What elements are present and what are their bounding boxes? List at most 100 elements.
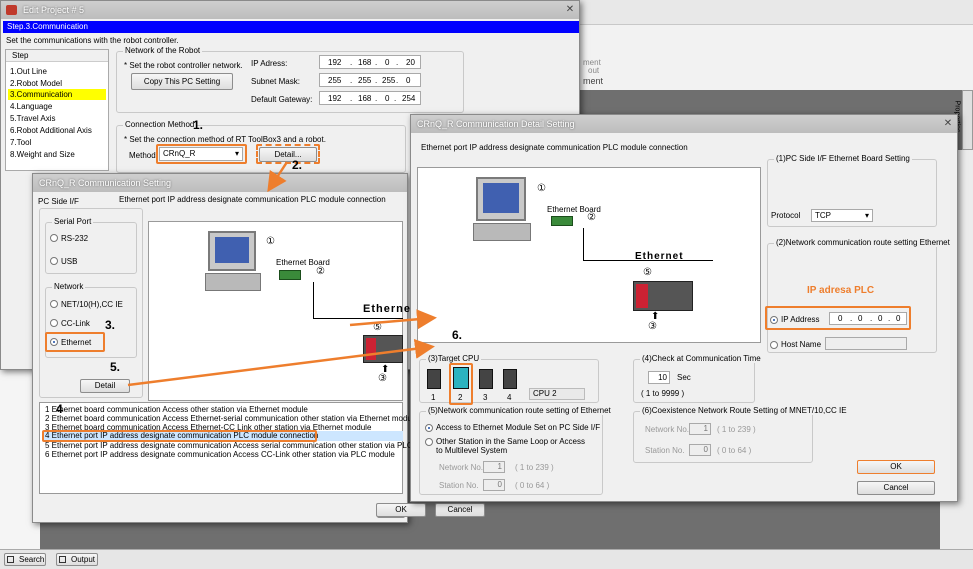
- gateway-label: Default Gateway:: [251, 95, 313, 104]
- step-item[interactable]: 5.Travel Axis: [10, 114, 56, 123]
- marker-3: ③: [648, 321, 657, 332]
- cpu-icon[interactable]: [479, 369, 493, 389]
- close-icon[interactable]: ✕: [943, 118, 953, 129]
- pc-screen: [215, 237, 249, 263]
- rs232-radio[interactable]: [50, 234, 58, 242]
- detail-header: Ethernet port IP address designate commu…: [421, 143, 688, 152]
- ethernet-radio[interactable]: [50, 338, 58, 346]
- usb-radio[interactable]: [50, 257, 58, 265]
- connection-list[interactable]: [39, 402, 403, 494]
- steps-header: Step: [6, 50, 108, 62]
- plc-module: [636, 284, 648, 308]
- plc-ip-field[interactable]: 0. 0. 0. 0: [829, 312, 907, 325]
- cclink-radio[interactable]: [50, 319, 58, 327]
- rs232-label: RS-232: [61, 234, 89, 243]
- comm-cancel-button[interactable]: Cancel: [435, 503, 485, 517]
- network-no-field-2[interactable]: 1: [689, 423, 711, 435]
- callout-4: 4: [56, 402, 63, 416]
- cpu-display: CPU 2: [529, 388, 585, 400]
- coexistence-group: (6)Coexistence Network Route Setting of …: [633, 406, 849, 463]
- step-item[interactable]: 6.Robot Additional Axis: [10, 126, 92, 135]
- cclink-label: CC-Link: [61, 319, 90, 328]
- step-item[interactable]: 4.Language: [10, 102, 53, 111]
- comm-detail-button[interactable]: Detail: [80, 379, 130, 393]
- station-no-field[interactable]: 0: [483, 479, 505, 491]
- network-no-label-2: Network No.: [645, 425, 690, 434]
- host-name-field[interactable]: [825, 337, 907, 350]
- network-hint: * Set the robot controller network.: [124, 61, 243, 70]
- time-range: ( 1 to 9999 ): [641, 389, 685, 398]
- app-icon: [6, 5, 17, 15]
- robot-ip-field[interactable]: 192. 168. 0. 20: [319, 55, 421, 69]
- marker-2: ②: [316, 266, 325, 277]
- step-item[interactable]: 8.Weight and Size: [10, 150, 75, 159]
- network-no-field[interactable]: 1: [483, 461, 505, 473]
- marker-1: ①: [537, 183, 546, 194]
- list-item-selected[interactable]: 4 Ethernet port IP address designate com…: [43, 431, 403, 441]
- close-icon[interactable]: ✕: [565, 4, 575, 15]
- cpu-icon-selected[interactable]: [453, 367, 469, 389]
- app-toolbar: [580, 24, 973, 90]
- subnet-mask-field[interactable]: 255. 255. 255. 0: [319, 73, 421, 87]
- cpu-icon[interactable]: [427, 369, 441, 389]
- station-no-label-2: Station No.: [645, 446, 685, 455]
- marker-5: ⑤: [373, 322, 382, 333]
- cpu-num: 3: [483, 393, 488, 402]
- ethernet-label: Ethernet: [635, 251, 684, 262]
- plc-icon: [633, 281, 693, 311]
- time-field[interactable]: 10: [648, 371, 670, 384]
- step-item[interactable]: 2.Robot Model: [10, 79, 63, 88]
- callout-6: 6.: [452, 328, 463, 342]
- comm-header: Ethernet port IP address designate commu…: [119, 195, 386, 204]
- cable-line: [583, 260, 713, 261]
- detail-ok-button[interactable]: OK: [857, 460, 935, 474]
- step-item[interactable]: 7.Tool: [10, 138, 32, 147]
- other-station-radio[interactable]: [425, 438, 433, 446]
- host-name-radio[interactable]: [770, 341, 778, 349]
- step-item-selected[interactable]: 3.Communication: [8, 89, 106, 100]
- comm-ok-button[interactable]: OK: [376, 503, 426, 517]
- usb-label: USB: [61, 257, 78, 266]
- station-no-label: Station No.: [439, 481, 479, 490]
- callout-3: 3.: [105, 318, 116, 332]
- network-diagram: [148, 221, 403, 401]
- pc-side-group: [39, 208, 143, 398]
- detail-button[interactable]: Detail...: [259, 147, 317, 162]
- detail-cancel-button[interactable]: Cancel: [857, 481, 935, 495]
- cable-line: [313, 282, 314, 318]
- protocol-select[interactable]: TCP▾: [811, 209, 873, 222]
- chevron-down-icon: ▾: [864, 211, 869, 220]
- list-item[interactable]: 6 Ethernet port IP address designate com…: [45, 450, 395, 459]
- comm-setting-titlebar: CRnQ_R Communication Setting: [33, 174, 407, 192]
- ip-address-radio[interactable]: [770, 316, 778, 324]
- list-item[interactable]: 1 Ethernet board communication Access ot…: [45, 405, 308, 414]
- station-no-range: ( 0 to 64 ): [515, 481, 550, 490]
- net10-radio[interactable]: [50, 300, 58, 308]
- search-tab[interactable]: Search: [4, 553, 46, 566]
- arrow-detailbtn-to-detailwin: [127, 338, 435, 387]
- list-item[interactable]: 3 Ethernet board communication Access Et…: [45, 423, 372, 432]
- toolbar-text: ment: [583, 76, 604, 86]
- network-no-label: Network No.: [439, 463, 484, 472]
- list-item[interactable]: 2 Ethernet board communication Access Et…: [45, 414, 419, 423]
- toolbar-text: ment: [583, 58, 601, 67]
- cpu-icon[interactable]: [503, 369, 517, 389]
- gateway-field[interactable]: 192. 168. 0. 254: [319, 91, 421, 105]
- method-select[interactable]: CRnQ_R▾: [159, 147, 243, 161]
- network-radio-group: Network: [45, 282, 137, 358]
- pc-monitor-icon: [208, 231, 256, 271]
- host-name-label: Host Name: [781, 340, 822, 349]
- station-no-field-2[interactable]: 0: [689, 444, 711, 456]
- pc-screen: [483, 183, 519, 213]
- access-module-radio[interactable]: [425, 424, 433, 432]
- ethernet-board-icon: [551, 216, 573, 226]
- step-item[interactable]: 1.Out Line: [10, 67, 47, 76]
- output-tab[interactable]: Output: [56, 553, 98, 566]
- subnet-label: Subnet Mask:: [251, 77, 300, 86]
- list-item[interactable]: 5 Ethernet port IP address designate com…: [45, 441, 442, 450]
- ethernet-radio-label: Ethernet: [61, 338, 92, 347]
- plc-icon: [363, 335, 403, 363]
- copy-pc-setting-button[interactable]: Copy This PC Setting: [131, 73, 233, 90]
- toolbar-text: out: [588, 66, 600, 75]
